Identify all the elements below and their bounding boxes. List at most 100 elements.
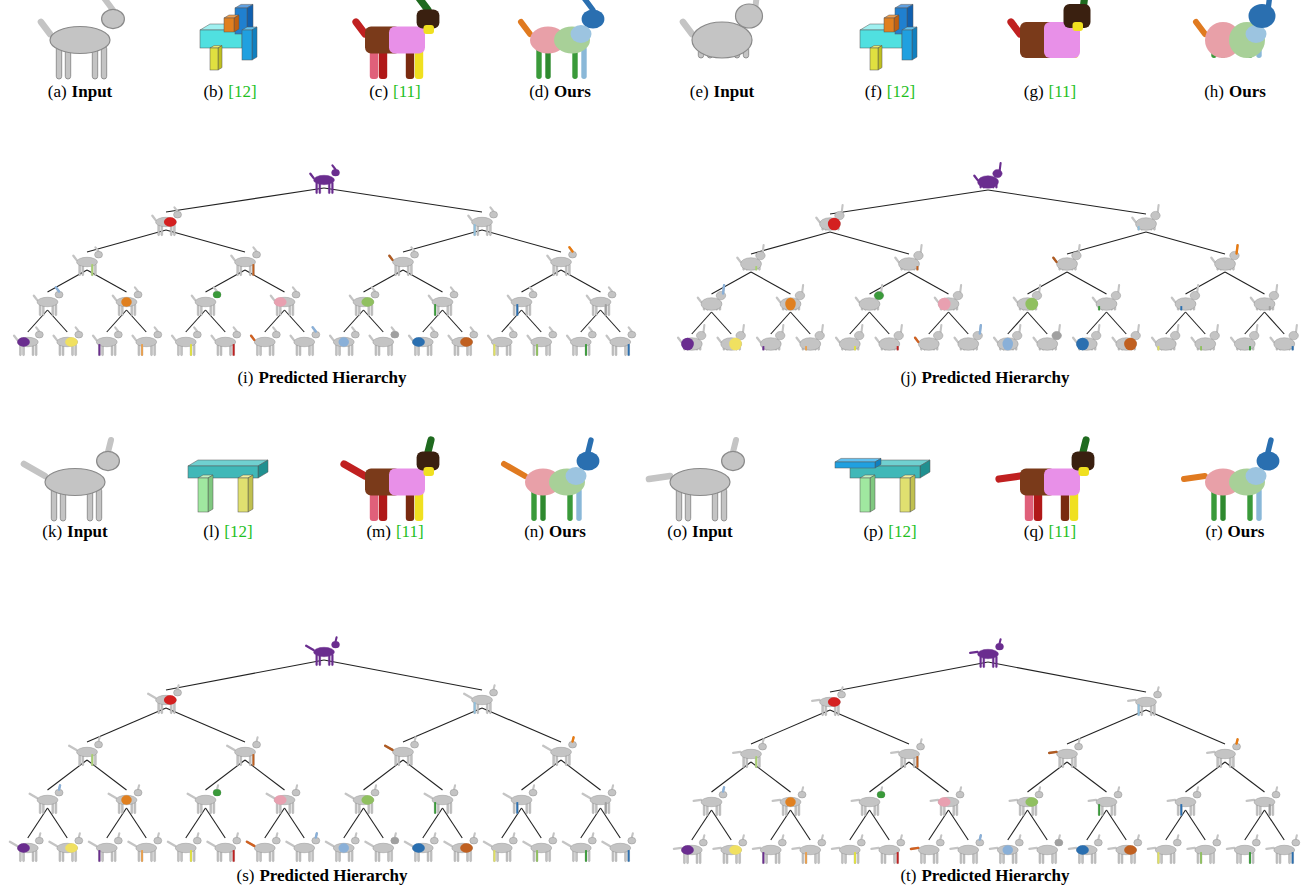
highlight-part [980, 325, 981, 333]
tree-edge [929, 312, 949, 334]
animal-tail [212, 336, 215, 340]
subfigure-title: Ours [1228, 522, 1265, 542]
animal-head [134, 291, 142, 298]
animal-leg [755, 266, 757, 270]
tree-edge [522, 270, 562, 292]
animal-tail [931, 800, 938, 801]
highlight-part [762, 852, 764, 864]
animal-leg [916, 756, 918, 768]
cuboid-front [902, 30, 912, 60]
animal-head [1170, 331, 1179, 339]
animal-head [1249, 331, 1258, 339]
hierarchy-node [1227, 835, 1260, 863]
animal-head [628, 837, 636, 844]
highlight-part [213, 789, 221, 796]
animal-body [274, 297, 295, 306]
cuboid-side [894, 15, 899, 32]
hierarchy-node [449, 327, 478, 355]
shape-rendering [1011, 0, 1091, 58]
tree-edge [1245, 810, 1265, 840]
animal-leg [897, 852, 899, 864]
animal-head [722, 451, 745, 470]
subfigure-letter: (h) [1204, 82, 1224, 102]
animal-tail [291, 336, 294, 340]
tree-edge [929, 810, 949, 840]
tree-edge [87, 230, 166, 252]
animal-body [254, 337, 275, 346]
animal-tail [955, 338, 958, 342]
animal-body [918, 845, 939, 854]
tree-edge [581, 310, 601, 332]
animal-leg [489, 224, 491, 236]
animal-leg [292, 802, 294, 814]
animal-head [411, 251, 419, 258]
animal-head [97, 451, 120, 470]
tree-edge [1186, 312, 1206, 334]
animal-tail [1211, 258, 1214, 262]
part-ear [1268, 440, 1271, 452]
animal-tail [1172, 298, 1175, 302]
hierarchy-node [251, 327, 280, 355]
animal-body [551, 257, 572, 266]
animal-head [894, 331, 903, 339]
animal-tail [683, 22, 692, 34]
animal-tail [409, 336, 412, 340]
animal-leg [956, 804, 958, 816]
animal-ear [352, 327, 355, 331]
animal-head [490, 211, 498, 218]
hierarchy-node [1192, 325, 1220, 350]
hierarchy-node [409, 327, 438, 355]
animal-tail [974, 176, 977, 180]
tree-edge [1028, 272, 1068, 294]
animal-head [549, 331, 557, 338]
tree-edge [107, 310, 127, 332]
animal-leg [272, 344, 274, 356]
cuboid-front [198, 478, 208, 512]
highlight-part [385, 746, 392, 750]
animal-body [1116, 338, 1137, 351]
hierarchy-node [523, 833, 556, 861]
tree-edge [48, 760, 88, 790]
tree-edge [850, 312, 870, 334]
animal-tail [1128, 700, 1135, 701]
hierarchy-node [34, 287, 63, 315]
animal-ear [494, 685, 495, 689]
animal-ear [1158, 687, 1159, 691]
tree-edge [1166, 810, 1186, 840]
highlight-part [1157, 852, 1159, 864]
animal-ear [703, 835, 704, 839]
animal-leg [628, 344, 630, 356]
animal-leg [1213, 852, 1215, 864]
animal-head [1210, 331, 1219, 339]
highlight-part [729, 338, 742, 351]
animal-tail [350, 296, 353, 300]
citation-number: [11] [393, 82, 421, 102]
highlight-part [516, 802, 518, 814]
subfigure-letter: (d) [529, 82, 549, 102]
figure-caption: (j)Predicted Hierarchy [900, 368, 1069, 388]
animal-leg [585, 344, 587, 356]
animal-head [1075, 743, 1083, 750]
subfigure-letter: (s) [236, 866, 254, 886]
animal-ear [108, 440, 111, 452]
animal-tail [994, 338, 997, 342]
animal-ear [332, 165, 335, 169]
highlight-part [1269, 804, 1271, 816]
animal-tail [54, 336, 57, 340]
animal-ear [533, 785, 534, 789]
animal-ear [1000, 639, 1001, 643]
part-ear [1083, 440, 1086, 452]
cuboid-side [218, 46, 222, 70]
animal-leg [605, 304, 607, 316]
animal-leg [91, 754, 93, 766]
part-tail [1184, 476, 1205, 479]
animal-head [877, 791, 885, 798]
animal-leg [252, 754, 254, 766]
animal-tail [1010, 800, 1017, 801]
highlight-part [755, 266, 757, 270]
tree-edge [1245, 312, 1265, 334]
animal-tail [444, 842, 451, 846]
highlight-part [339, 337, 350, 346]
animal-tail [1093, 298, 1096, 302]
animal-head [588, 837, 596, 844]
